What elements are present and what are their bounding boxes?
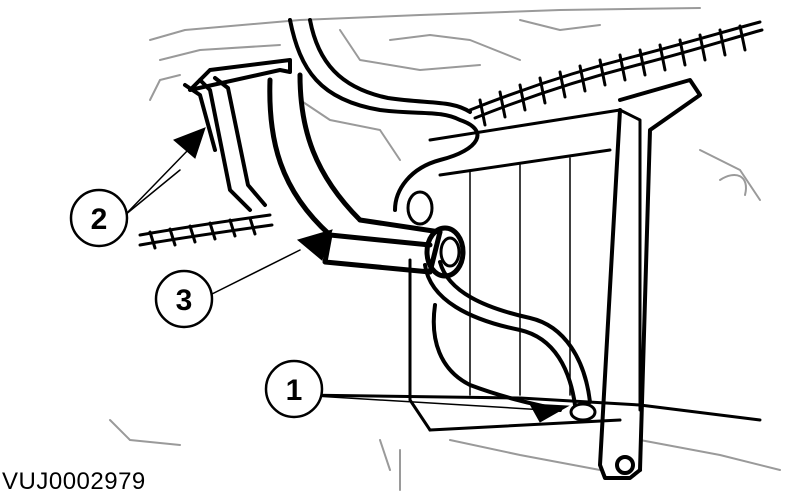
callout-label-1: 1 — [286, 374, 303, 407]
callout-2: 2 — [69, 188, 129, 248]
arrow-head-1 — [529, 403, 570, 423]
callout-label-3: 3 — [176, 284, 193, 317]
left-pipes — [183, 58, 292, 212]
figure-code: VUJ0002979 — [2, 468, 146, 495]
base-line — [298, 393, 762, 422]
arrow-head-2 — [173, 127, 206, 159]
wiring-harness — [468, 20, 764, 127]
radiator-panel — [408, 108, 642, 432]
callout-3: 3 — [154, 269, 214, 329]
callout-1: 1 — [264, 359, 324, 419]
upper-pipe — [288, 18, 480, 226]
lower-left-harness — [138, 213, 274, 250]
callout-label-2: 2 — [91, 203, 108, 236]
support-bracket — [598, 78, 702, 480]
background-structure — [109, 7, 781, 491]
arrow-head-3 — [296, 229, 333, 261]
arrows — [173, 127, 570, 423]
leader-lines — [124, 147, 546, 411]
